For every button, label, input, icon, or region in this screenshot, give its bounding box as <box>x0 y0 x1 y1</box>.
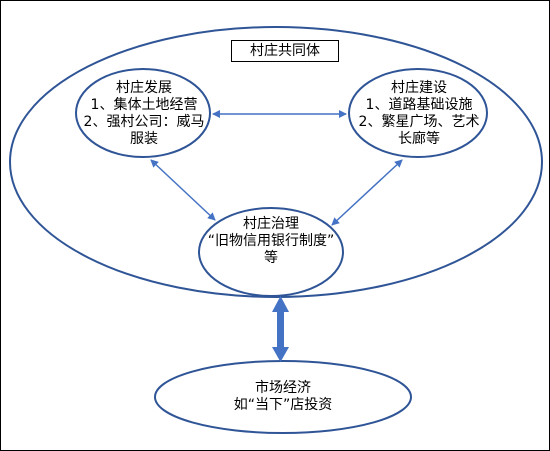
development-ellipse <box>75 68 211 158</box>
community-ellipse <box>9 26 543 298</box>
market-label: 市场经济 如“当下”店投资 <box>208 380 358 414</box>
development-line: 2、强村公司：威马 <box>83 114 205 130</box>
market-ellipse <box>154 360 412 434</box>
governance-line: 村庄治理 <box>243 216 299 232</box>
construction-line: 村庄建设 <box>391 80 447 96</box>
governance-label: 村庄治理 “旧物信用银行制度” 等 <box>201 216 341 267</box>
arrow-development-governance <box>150 159 216 221</box>
development-line: 服装 <box>130 131 158 147</box>
arrow-construction-governance <box>331 159 403 226</box>
community-title: 村庄共同体 <box>231 40 339 62</box>
arrow-community-market <box>272 296 289 362</box>
development-line: 1、集体土地经营 <box>90 97 198 113</box>
construction-label: 村庄建设 1、道路基础设施 2、繁星广场、艺术 长廊等 <box>353 80 485 148</box>
governance-ellipse <box>198 207 344 297</box>
development-line: 村庄发展 <box>116 80 172 96</box>
construction-line: 2、繁星广场、艺术 <box>358 114 480 130</box>
construction-line: 1、道路基础设施 <box>365 97 473 113</box>
development-label: 村庄发展 1、集体土地经营 2、强村公司：威马 服装 <box>79 80 209 148</box>
construction-line: 长廊等 <box>398 131 440 147</box>
market-line: 市场经济 <box>255 380 311 396</box>
governance-line: 等 <box>264 250 278 266</box>
governance-line: “旧物信用银行制度” <box>207 233 335 249</box>
construction-ellipse <box>348 68 488 158</box>
market-line: 如“当下”店投资 <box>233 397 333 413</box>
